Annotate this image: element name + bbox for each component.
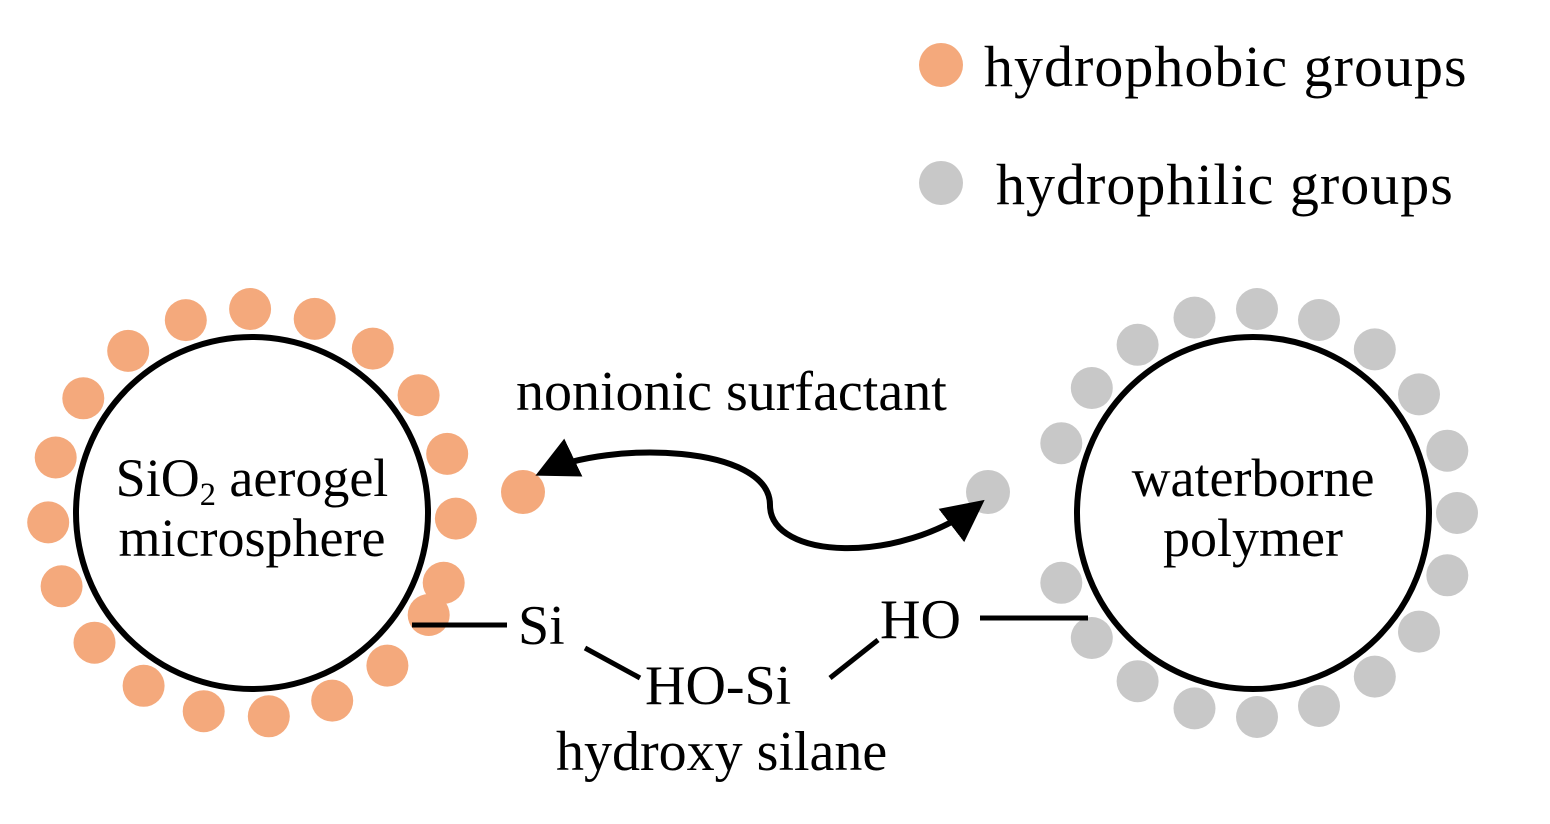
hydrophobic-group-dot xyxy=(62,377,105,420)
hydrophobic-group-dot xyxy=(426,432,469,475)
hydrophilic-group-dot xyxy=(1070,617,1113,659)
waterborne-polymer-circle xyxy=(1074,334,1432,692)
aerogel-formula-prefix: SiO xyxy=(115,448,200,508)
hydrophilic-group-dot xyxy=(1116,660,1159,703)
aerogel-formula-suffix: aerogel xyxy=(215,448,389,508)
legend-hydrophobic-dot xyxy=(919,43,963,87)
hydrophilic-group-dot xyxy=(1173,687,1216,730)
bond-hosi-ho xyxy=(828,638,880,680)
hydrophobic-group-dot xyxy=(311,679,354,722)
hydrophilic-group-dot xyxy=(1426,554,1469,597)
hydrophobic-group-dots xyxy=(27,288,477,738)
hydrophilic-group-dot xyxy=(1070,367,1113,409)
hydrophilic-group-dot xyxy=(1298,685,1340,727)
hydrophobic-group-dot xyxy=(34,436,77,479)
polymer-line2: polymer xyxy=(1163,508,1343,569)
nonionic-surfactant-label: nonionic surfactant xyxy=(516,361,947,423)
hydrophobic-group-dot xyxy=(397,374,440,417)
hydrophilic-group-dot xyxy=(1173,296,1216,339)
polymer-line1: waterborne xyxy=(1131,448,1375,508)
hydrophilic-group-dots xyxy=(1040,288,1478,738)
hydrophilic-group-dot xyxy=(1353,655,1396,698)
hydrophilic-group-dot xyxy=(1298,299,1340,341)
hydrophilic-group-dot xyxy=(1040,422,1083,465)
hydrophobic-group-dot xyxy=(107,329,150,372)
hydrophilic-group-dot xyxy=(1436,492,1478,534)
hydrophobic-group-dot xyxy=(229,288,272,330)
hydrophobic-group-dot xyxy=(293,297,336,340)
surfactant-arrow xyxy=(535,438,985,552)
hydrophilic-group-dot xyxy=(1236,696,1278,738)
aerogel-formula-subscript: 2 xyxy=(199,477,216,514)
si-label: Si xyxy=(518,595,565,657)
hydrophobic-group-dot xyxy=(351,327,394,370)
hydrophilic-group-dot xyxy=(1426,429,1469,472)
hydrophobic-group-dot xyxy=(182,690,225,733)
surfactant-hydrophobic-end xyxy=(501,470,545,514)
aerogel-line2: microsphere xyxy=(118,508,386,569)
hydrophilic-group-dot xyxy=(1236,288,1278,330)
aerogel-microsphere-circle xyxy=(73,334,431,692)
legend-hydrophilic-dot xyxy=(919,161,963,205)
hydrophilic-group-dot xyxy=(1398,373,1440,416)
hydrophobic-group-dot xyxy=(434,497,477,540)
ho-label: HO xyxy=(880,589,961,651)
hydrophobic-group-dot xyxy=(40,565,83,608)
ho-si-label: HO-Si xyxy=(645,655,792,717)
legend-hydrophobic-label: hydrophobic groups xyxy=(984,34,1468,99)
hydrophilic-group-dot xyxy=(1353,328,1396,371)
legend-hydrophilic-label: hydrophilic groups xyxy=(996,152,1454,217)
aerogel-microsphere-label: SiO2 aerogel microsphere xyxy=(82,448,422,569)
hydrophilic-group-dot xyxy=(1116,323,1159,366)
hydrophobic-group-dot xyxy=(247,695,290,738)
hydrophobic-group-dot xyxy=(164,299,207,342)
hydrophobic-group-dot xyxy=(27,501,70,544)
hydrophilic-group-dot xyxy=(1040,561,1083,604)
hydrophobic-group-dot xyxy=(422,561,465,604)
hydrophobic-group-dot xyxy=(122,664,165,707)
waterborne-polymer-label: waterborne polymer xyxy=(1083,448,1423,569)
hydrophobic-group-dot xyxy=(366,644,409,687)
bond-si-hosi xyxy=(583,645,642,681)
hydrophobic-group-dot xyxy=(73,621,116,664)
hydroxy-silane-label: hydroxy silane xyxy=(556,721,888,783)
hydrophilic-group-dot xyxy=(1398,610,1440,653)
